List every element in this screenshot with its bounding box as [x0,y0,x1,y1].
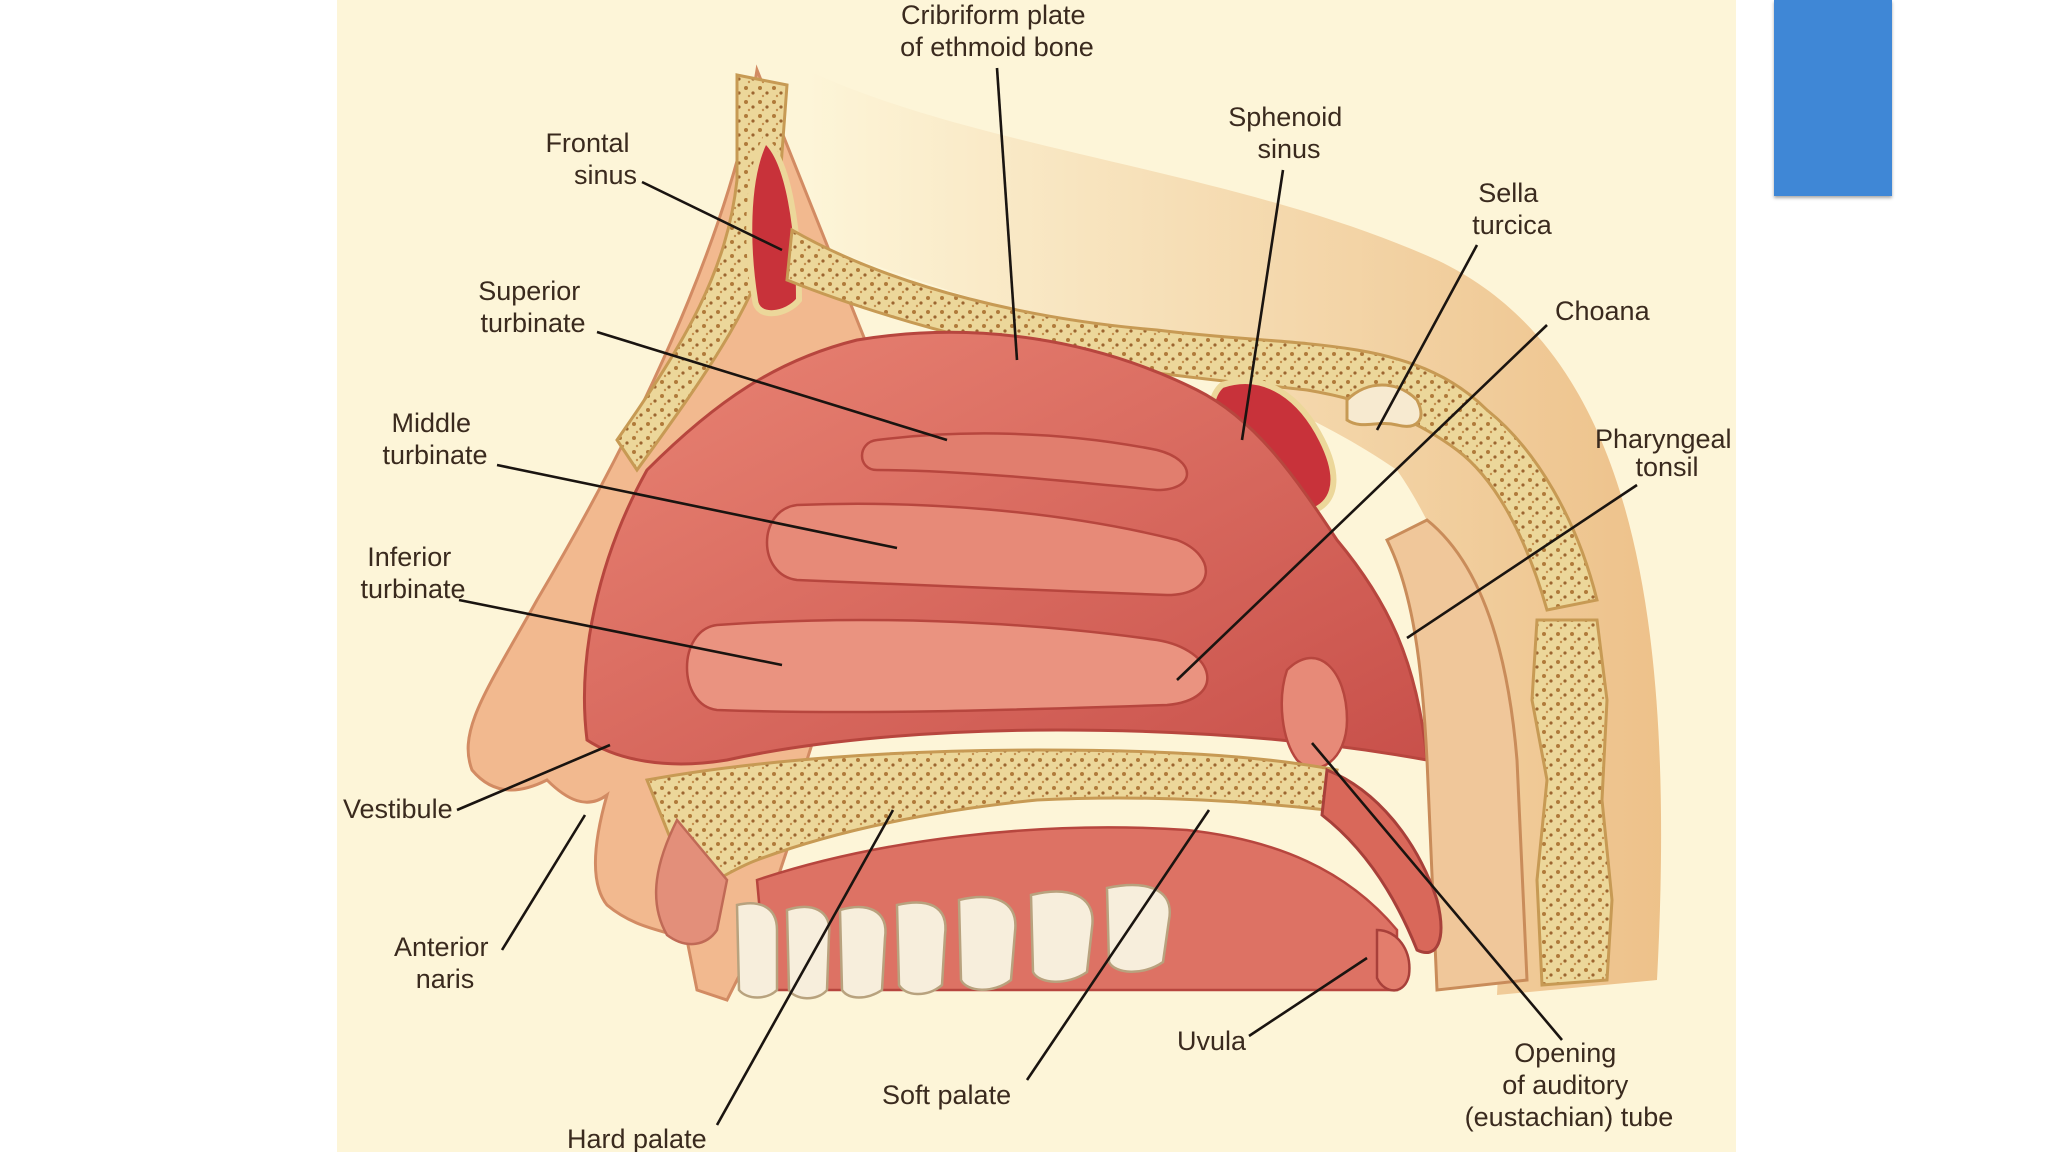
leader-cribriform [995,67,1019,361]
label-uvula: Uvula [1177,1026,1247,1056]
leader-superior-turbinate [596,330,948,442]
label-sella-turcica: Sella turcica [1472,178,1553,240]
leader-sella-turcica [1375,244,1479,431]
leader-pharyngeal-tonsil [1406,483,1638,640]
nasal-cavity-illustration: Cribriform plate of ethmoid bone Frontal… [337,0,1736,1152]
leader-uvula [1248,956,1368,1038]
leader-anterior-naris [500,814,587,951]
leader-vestibule [456,743,611,812]
middle-turbinate-shape [765,502,1207,597]
hard-palate-shape [644,748,1339,889]
leader-opening-auditory [1311,742,1563,1041]
label-choana: Choana [1555,296,1651,326]
leader-choana [1176,324,1548,681]
leader-soft-palate [1025,809,1211,1081]
leader-inferior-turbinate [458,598,783,667]
label-hard-palate: Hard palate [567,1124,707,1152]
label-frontal-sinus: Frontal sinus [545,128,637,190]
label-inferior-turbinate: Inferior turbinate [360,542,465,604]
inferior-turbinate-shape [685,618,1209,714]
label-anterior-naris: Anterior naris [394,932,496,994]
soft-palate-shape [1320,767,1443,954]
teeth [735,883,1172,1000]
uvula-shape [1375,928,1411,992]
auditory-tube-torus [1280,656,1349,770]
leader-frontal-sinus [641,180,783,252]
label-sphenoid-sinus: Sphenoid sinus [1228,102,1350,164]
label-opening-auditory: Opening of auditory (eustachian) tube [1465,1038,1674,1132]
leader-sphenoid-sinus [1240,169,1285,441]
superior-turbinate-shape [860,432,1189,492]
label-superior-turbinate: Superior turbinate [478,276,588,338]
label-cribriform: Cribriform plate of ethmoid bone [900,0,1094,62]
leader-middle-turbinate [496,463,898,550]
sella-turcica-shape [1345,383,1423,428]
annotation-labels: Cribriform plate of ethmoid bone Frontal… [343,0,1736,1152]
accent-block [1774,0,1892,196]
upper-lip [654,817,729,946]
label-pharyngeal-tonsil: Pharyngeal tonsil [1595,424,1736,482]
leader-hard-palate [715,809,895,1126]
pharyngeal-wall [1384,518,1529,992]
label-soft-palate: Soft palate [882,1080,1011,1110]
cervical-vertebrae [1530,618,1614,987]
label-vestibule: Vestibule [343,794,453,824]
label-middle-turbinate: Middle turbinate [382,408,487,470]
